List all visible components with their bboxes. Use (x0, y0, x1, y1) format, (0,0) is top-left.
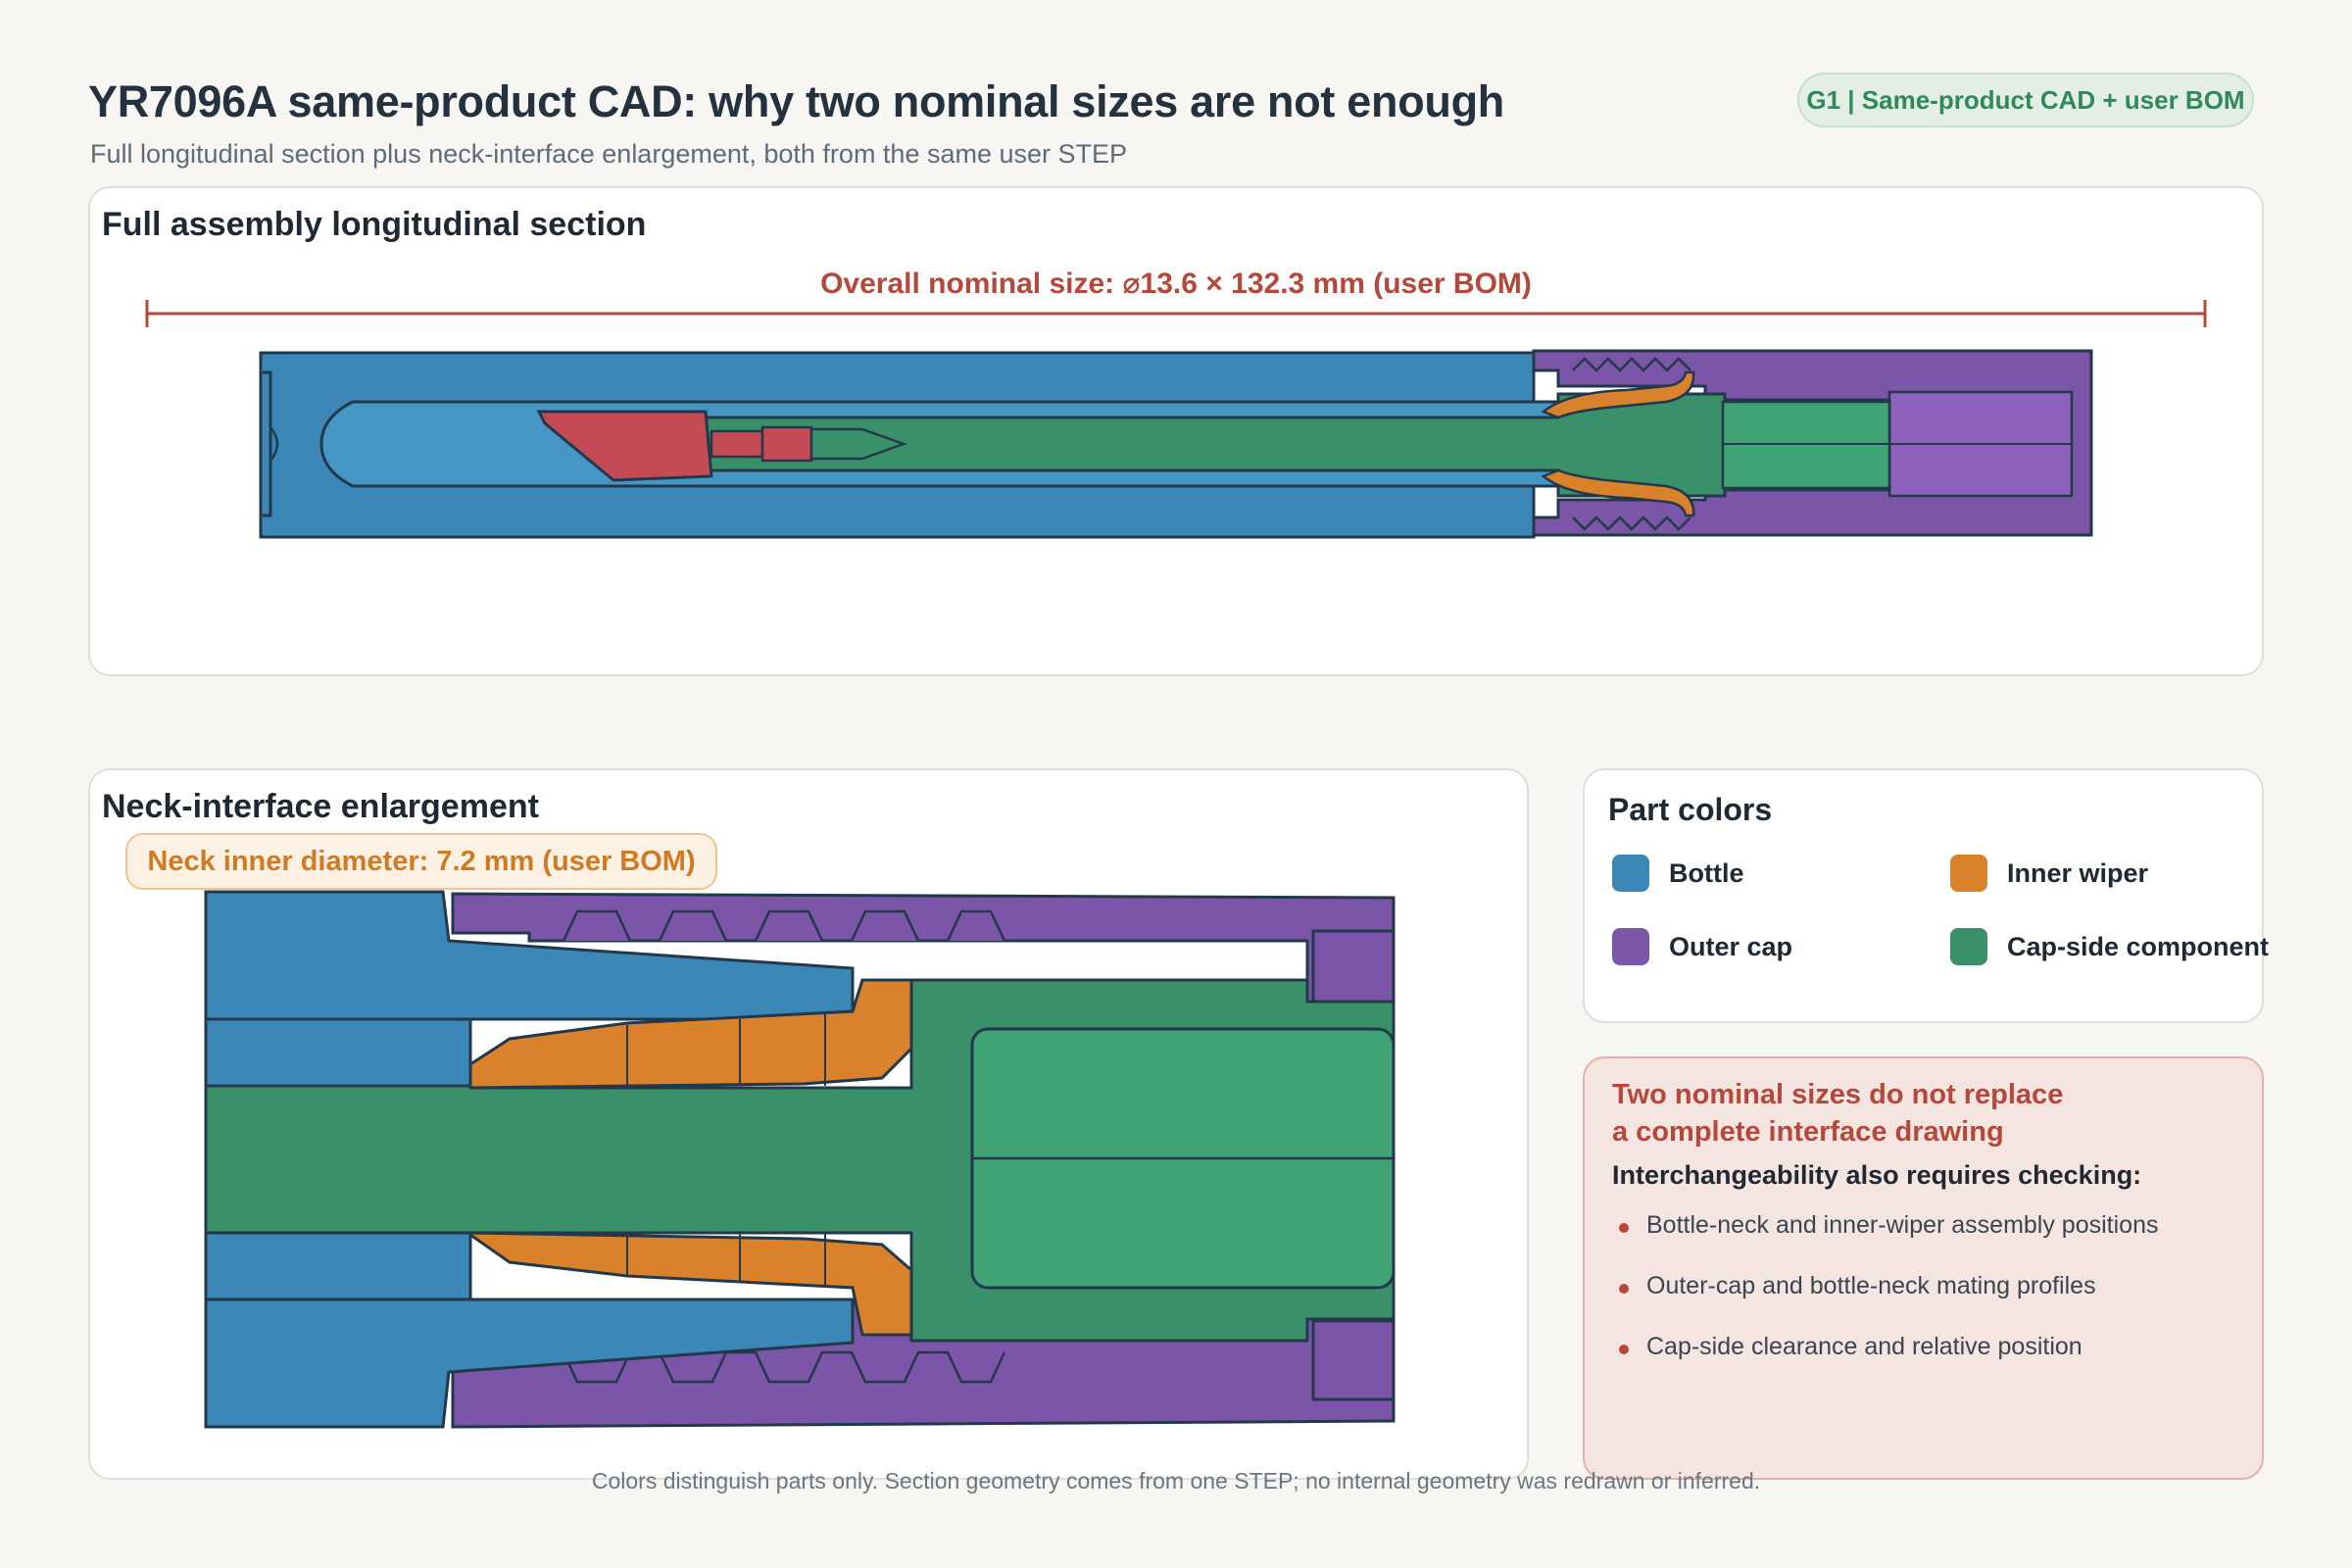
list-item-text: Outer-cap and bottle-neck mating profile… (1646, 1272, 2096, 1299)
list-item-text: Cap-side clearance and relative position (1646, 1333, 2082, 1360)
footnote: Colors distinguish parts only. Section g… (591, 1468, 1761, 1494)
neck-inner-diameter-label: Neck inner diameter: 7.2 mm (user BOM) (125, 833, 717, 890)
cap-side-part-neck (204, 978, 1396, 1343)
legend-item-cap-side: Cap-side component (1950, 928, 2269, 965)
page-subtitle: Full longitudinal section plus neck-inte… (90, 139, 1128, 169)
legend-title: Part colors (1608, 792, 1773, 827)
neck-section-drawing (204, 890, 1396, 1429)
list-item: Cap-side clearance and relative position (1619, 1333, 2158, 1394)
overall-dimension-line (145, 300, 2207, 327)
cap-side-swatch (1950, 928, 1987, 965)
note-checklist: Bottle-neck and inner-wiper assembly pos… (1619, 1211, 2158, 1394)
bottle-part-neck (204, 890, 855, 1429)
neck-section-title: Neck-interface enlargement (102, 788, 539, 825)
inner-wiper-part-full (1541, 370, 1695, 517)
applicator-tip-full (536, 410, 907, 482)
legend-panel (1583, 768, 2264, 1023)
note-heading-line-2: a complete interface drawing (1612, 1116, 2004, 1148)
inner-wiper-swatch (1950, 855, 1987, 892)
note-heading-line-1: Two nominal sizes do not replace (1612, 1079, 2064, 1110)
legend-item-bottle: Bottle (1612, 855, 1744, 892)
list-item: Bottle-neck and inner-wiper assembly pos… (1619, 1211, 2158, 1272)
legend-label: Cap-side component (2007, 931, 2270, 961)
list-item-text: Bottle-neck and inner-wiper assembly pos… (1646, 1211, 2159, 1239)
legend-label: Outer cap (1669, 931, 1793, 961)
bullet-icon (1619, 1284, 1629, 1294)
outer-cap-swatch (1612, 928, 1649, 965)
bottle-swatch (1612, 855, 1649, 892)
bullet-icon (1619, 1345, 1629, 1354)
full-section-drawing (145, 300, 2207, 539)
overall-dimension-label: Overall nominal size: ⌀13.6 × 132.3 mm (… (820, 268, 1532, 300)
legend-label: Bottle (1669, 858, 1744, 888)
page-title: YR7096A same-product CAD: why two nomina… (88, 76, 1504, 126)
bullet-icon (1619, 1223, 1629, 1233)
full-section-title: Full assembly longitudinal section (102, 206, 647, 243)
legend-item-outer-cap: Outer cap (1612, 928, 1792, 965)
source-badge: G1 | Same-product CAD + user BOM (1797, 73, 2254, 127)
interchangeability-note-panel (1583, 1056, 2264, 1480)
note-heading: Two nominal sizes do not replace a compl… (1612, 1076, 2220, 1151)
note-subheading: Interchangeability also requires checkin… (1612, 1160, 2142, 1190)
list-item: Outer-cap and bottle-neck mating profile… (1619, 1272, 2158, 1333)
legend-item-inner-wiper: Inner wiper (1950, 855, 2148, 892)
legend-label: Inner wiper (2007, 858, 2149, 888)
inner-wiper-part-neck (468, 978, 913, 1337)
